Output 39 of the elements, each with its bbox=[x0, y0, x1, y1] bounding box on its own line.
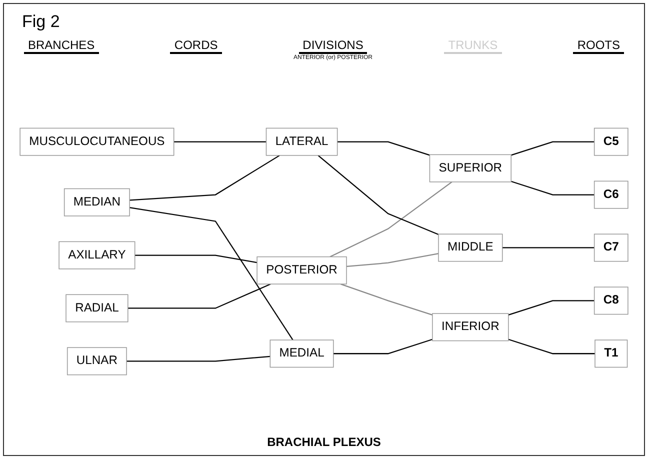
node-box: MEDIAN bbox=[64, 188, 130, 216]
connector bbox=[330, 181, 452, 258]
node-box: MIDDLE bbox=[438, 234, 503, 262]
node-box: T1 bbox=[594, 340, 628, 368]
node-box: C8 bbox=[594, 286, 628, 315]
column-heading: CORDS bbox=[170, 38, 222, 54]
column-heading: BRANCHES bbox=[24, 38, 99, 54]
connector bbox=[508, 338, 595, 354]
column-heading: DIVISIONS bbox=[298, 38, 368, 54]
node-box: MUSCULOCUTANEOUS bbox=[20, 128, 174, 156]
node-box: ULNAR bbox=[66, 347, 127, 376]
node-box: AXILLARY bbox=[58, 241, 136, 270]
caption: BRACHIAL PLEXUS bbox=[266, 435, 382, 449]
connector bbox=[128, 284, 271, 309]
column-heading: ROOTS bbox=[573, 38, 624, 54]
node-box: POSTERIOR bbox=[256, 256, 347, 284]
node-box: RADIAL bbox=[66, 294, 128, 322]
node-box: MEDIAL bbox=[270, 340, 334, 368]
connector bbox=[510, 180, 594, 196]
connector bbox=[333, 338, 433, 354]
connector bbox=[126, 356, 270, 362]
node-box: C6 bbox=[594, 180, 628, 209]
connector bbox=[508, 300, 594, 316]
figure-title: Fig 2 bbox=[22, 12, 60, 32]
node-box: INFERIOR bbox=[432, 313, 509, 342]
node-box: SUPERIOR bbox=[429, 154, 512, 182]
connector bbox=[337, 141, 430, 156]
connector bbox=[510, 141, 594, 156]
connector bbox=[346, 253, 439, 268]
connector bbox=[340, 284, 433, 316]
connector bbox=[502, 247, 594, 248]
node-box: LATERAL bbox=[266, 128, 338, 156]
connector bbox=[129, 206, 294, 340]
connector bbox=[130, 154, 280, 201]
node-box: C5 bbox=[594, 128, 628, 156]
connector bbox=[134, 254, 258, 264]
node-box: C7 bbox=[594, 234, 628, 262]
connector bbox=[318, 154, 439, 236]
connector bbox=[174, 141, 266, 142]
